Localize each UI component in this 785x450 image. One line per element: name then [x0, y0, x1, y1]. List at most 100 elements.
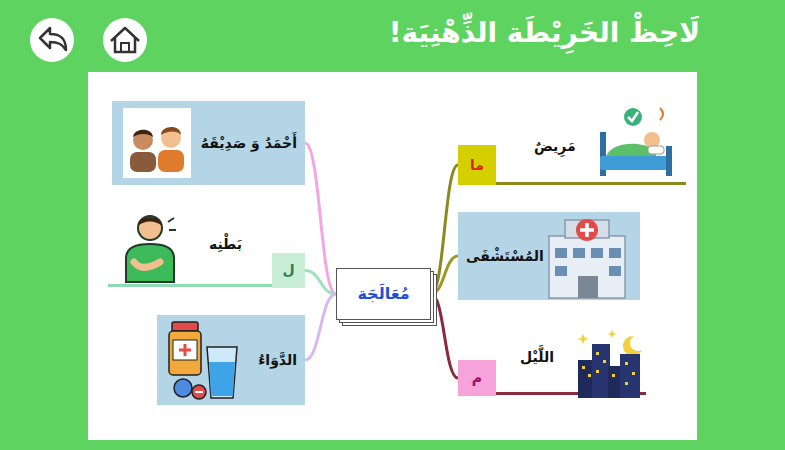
night-city-icon-part [577, 334, 589, 344]
branch-connector [305, 271, 336, 295]
medicine-icon-part [174, 379, 192, 397]
sick-bed-icon [600, 108, 672, 176]
branch-connector [305, 143, 336, 294]
branch-box: اللَّيْل [506, 322, 646, 395]
night-city-icon-part [596, 352, 599, 355]
hospital-icon-part [565, 220, 609, 238]
night-city-icon-part [623, 336, 642, 356]
branch-label: أَحْمَدُ وَ صَدِيْقَهُ [201, 134, 297, 152]
night-city-icon-part [578, 360, 594, 398]
hospital-icon-part [591, 248, 603, 258]
sick-bed-icon-part [628, 112, 638, 121]
boys-icon [123, 108, 191, 178]
medicine-icon-part [207, 347, 237, 398]
boys-icon-part [158, 150, 184, 172]
home-button [103, 18, 147, 62]
stomach-ache-icon-part [134, 262, 160, 267]
stomach-ache-icon-part [138, 217, 162, 226]
branch-connector [496, 182, 506, 185]
night-city-icon-part [625, 362, 628, 365]
hospital-icon-part [609, 266, 621, 276]
medicine-icon-part [209, 362, 235, 396]
sick-bed-icon-part [648, 146, 664, 154]
branch-box: مَرِيضٌ [506, 110, 686, 185]
boys-icon-part [133, 130, 153, 150]
sick-bed-icon-part [660, 108, 663, 120]
sick-bed-icon-part [600, 156, 672, 170]
night-city-icon-part [592, 344, 610, 398]
sick-bed-icon-part [666, 146, 672, 176]
night-city-icon [577, 330, 642, 398]
boys-icon-part [161, 128, 181, 148]
hospital-icon-part [609, 248, 621, 258]
stomach-ache-icon-part [168, 218, 176, 230]
branch-connector [262, 284, 272, 287]
branch-tag: م [458, 360, 496, 396]
medicine-icon-part [169, 331, 201, 375]
branch-label: المُسْتَشْفَى [466, 247, 544, 265]
central-topic-box: مُعَالَجَة [336, 268, 431, 320]
hospital-icon-part [549, 236, 625, 298]
medicine-icon-part [179, 344, 191, 356]
home-button-part [103, 18, 147, 62]
hospital-icon-part [576, 219, 598, 241]
branch-label: اللَّيْل [520, 348, 554, 366]
branch-connector [496, 392, 506, 395]
hospital-icon-part [555, 248, 567, 258]
night-city-icon-part [588, 374, 591, 377]
sick-bed-icon-part [624, 108, 642, 126]
hospital-icon-part [555, 266, 567, 276]
branch-tag: ل [272, 253, 305, 288]
night-city-icon-part [612, 374, 615, 377]
home-button-part [121, 43, 129, 52]
sick-bed-icon-part [606, 144, 656, 156]
medicine-icon-part [173, 340, 197, 360]
medicine-icon-part [195, 391, 203, 393]
stomach-ache-icon-part [138, 216, 162, 240]
night-city-icon-part [620, 354, 640, 398]
night-city-icon-part [603, 360, 606, 363]
back-button-part [30, 18, 74, 62]
branch-connector [431, 294, 458, 378]
page-title: لَاحِظْ الخَرِيْطَة الذِّهْنِيَة! [389, 16, 700, 49]
boys-icon-part [130, 152, 156, 172]
tag-letter: ل [282, 261, 294, 279]
sick-bed-icon-part [644, 132, 660, 148]
night-city-icon-part [596, 370, 599, 373]
hospital-icon-part [578, 276, 598, 298]
branch-connector [431, 165, 458, 294]
tag-letter: م [472, 369, 482, 387]
hospital-icon-part [573, 248, 585, 258]
night-city-icon-part [608, 366, 622, 398]
night-city-icon-part [582, 366, 585, 369]
boys-icon-part [161, 127, 181, 135]
branch-connector [305, 294, 336, 360]
medicine-icon-part [192, 385, 206, 399]
home-button-part [111, 28, 139, 41]
night-city-icon-part [625, 382, 628, 385]
branch-label: الدَّوَاءُ [258, 351, 297, 369]
branch-label: بَطْنِه [209, 235, 242, 253]
branch-box: أَحْمَدُ وَ صَدِيْقَهُ [112, 101, 305, 185]
central-topic-text: مُعَالَجَة [357, 284, 409, 305]
home-button-part [115, 38, 135, 52]
hospital-icon-part [580, 223, 594, 237]
night-city-icon-part [632, 372, 635, 375]
branch-box: بَطْنِه [108, 205, 262, 287]
stomach-ache-icon [126, 216, 176, 282]
night-city-icon-part [608, 330, 617, 338]
branch-label: مَرِيضٌ [534, 137, 576, 155]
boys-icon-part [133, 130, 153, 137]
sick-bed-icon-part [600, 132, 606, 176]
branch-box: الدَّوَاءُ [157, 315, 305, 405]
back-button [30, 18, 74, 62]
boys-icon-part [123, 108, 191, 178]
medicine-icon-part [172, 322, 198, 331]
branch-box: المُسْتَشْفَى [458, 212, 640, 300]
medicine-icon [169, 322, 237, 399]
hospital-icon [549, 219, 625, 298]
stomach-ache-icon-part [126, 244, 174, 282]
